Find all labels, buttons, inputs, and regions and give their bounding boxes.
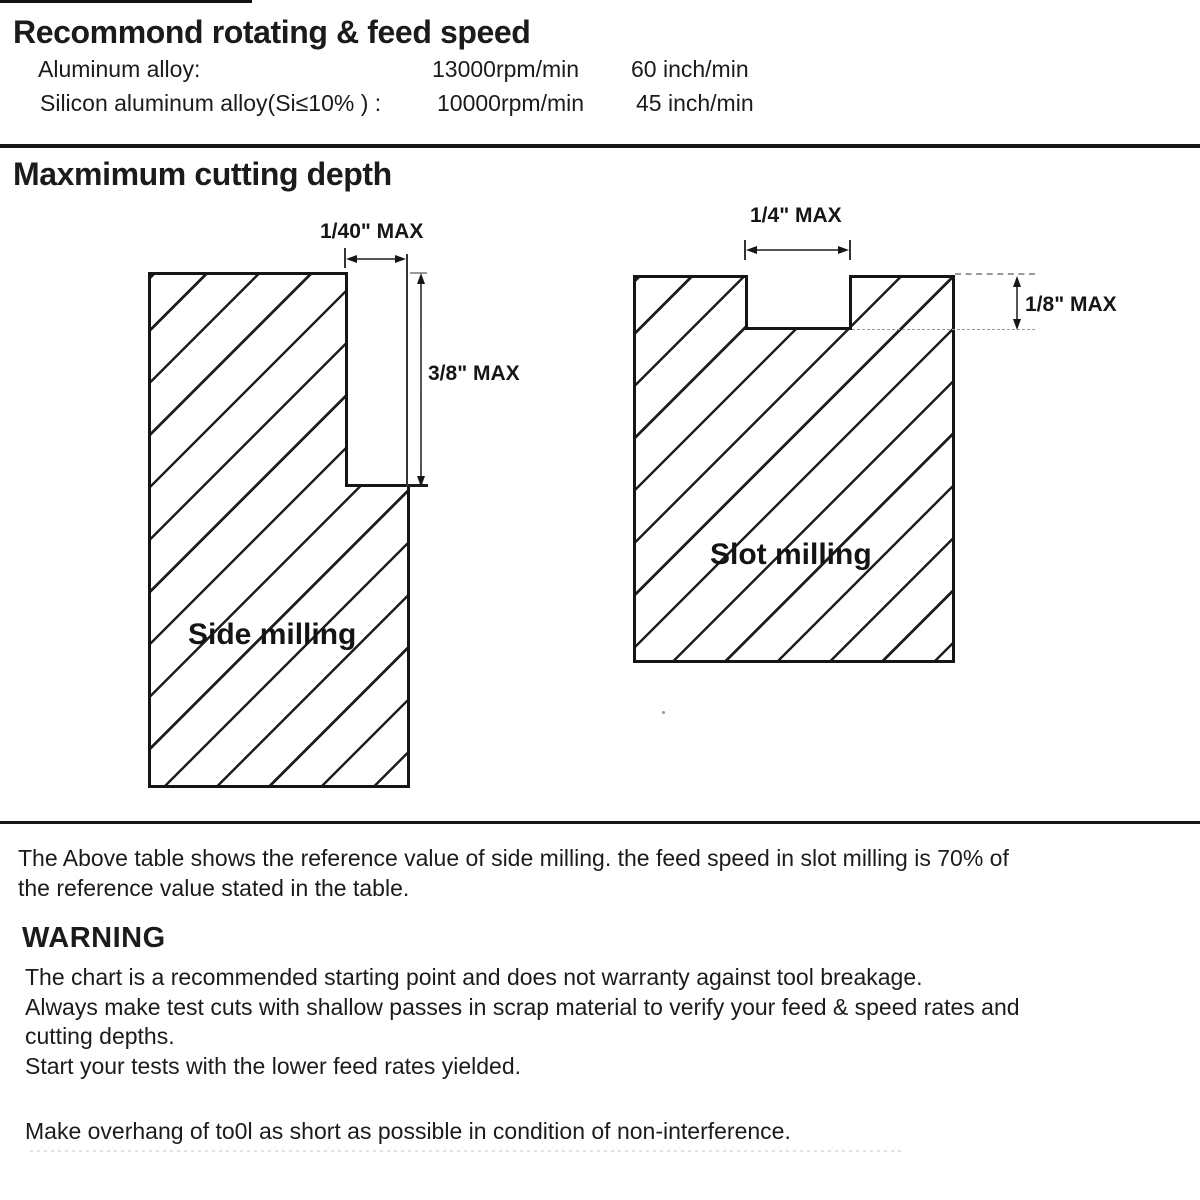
slot-milling-block: [633, 275, 955, 663]
warning-title: WARNING: [22, 922, 166, 954]
extension-line: [852, 329, 1035, 330]
extension-line: [744, 240, 746, 260]
dimension-line: [752, 249, 844, 251]
speed-row-label: Aluminum alloy:: [38, 56, 201, 82]
warning-body: The chart is a recommended starting poin…: [25, 963, 1020, 1081]
arrow-left-icon: [746, 246, 757, 254]
warning-line: The chart is a recommended starting poin…: [25, 964, 923, 990]
overhang-note: Make overhang of to0l as short as possib…: [25, 1118, 791, 1144]
extension-line: [849, 240, 851, 260]
side-width-dim-label: 1/40" MAX: [320, 220, 424, 243]
warning-line: Start your tests with the lower feed rat…: [25, 1052, 522, 1079]
speed-row-label: Silicon aluminum alloy(Si≤10% ) :: [40, 90, 382, 116]
slot-milling-slot: [745, 275, 852, 330]
dimension-line: [352, 258, 402, 260]
arrow-down-icon: [1013, 319, 1021, 330]
arrow-right-icon: [395, 255, 406, 263]
scan-dot-artifact: [662, 711, 665, 714]
side-milling-label: Side milling: [188, 618, 357, 651]
reference-note: The Above table shows the reference valu…: [18, 843, 1009, 903]
scan-edge-artifact: [0, 0, 252, 3]
arrow-up-icon: [1013, 276, 1021, 287]
extension-line: [955, 273, 1035, 275]
dimension-line: [1016, 284, 1018, 322]
speed-row-rpm: 10000rpm/min: [437, 90, 585, 116]
arrow-down-icon: [417, 476, 425, 487]
reference-note-line: The Above table shows the reference valu…: [18, 845, 1009, 871]
reference-note-line: the reference value stated in the table.: [18, 875, 410, 901]
dimension-line: [420, 281, 422, 477]
slot-depth-dim-label: 1/8" MAX: [1025, 293, 1117, 316]
speed-section-title: Recommond rotating & feed speed: [13, 14, 531, 50]
warning-line: Always make test cuts with shallow passe…: [25, 993, 1020, 1020]
speed-row-rpm: 13000rpm/min: [432, 56, 580, 82]
slot-milling-label: Slot milling: [710, 538, 872, 571]
scan-noise-strip: [30, 1150, 905, 1152]
side-depth-dim-label: 3/8" MAX: [428, 362, 520, 385]
extension-line: [406, 254, 408, 487]
side-milling-notch: [345, 272, 410, 487]
speed-row-feed: 60 inch/min: [631, 56, 749, 82]
section-divider: [0, 144, 1200, 148]
slot-width-dim-label: 1/4" MAX: [750, 204, 842, 227]
warning-line: cutting depths.: [25, 1023, 175, 1049]
arrow-right-icon: [838, 246, 849, 254]
arrow-left-icon: [346, 255, 357, 263]
extension-line: [344, 248, 346, 268]
depth-section-title: Maxmimum cutting depth: [13, 156, 392, 192]
arrow-up-icon: [417, 273, 425, 284]
speed-row-feed: 45 inch/min: [636, 90, 754, 116]
section-divider: [0, 821, 1200, 824]
